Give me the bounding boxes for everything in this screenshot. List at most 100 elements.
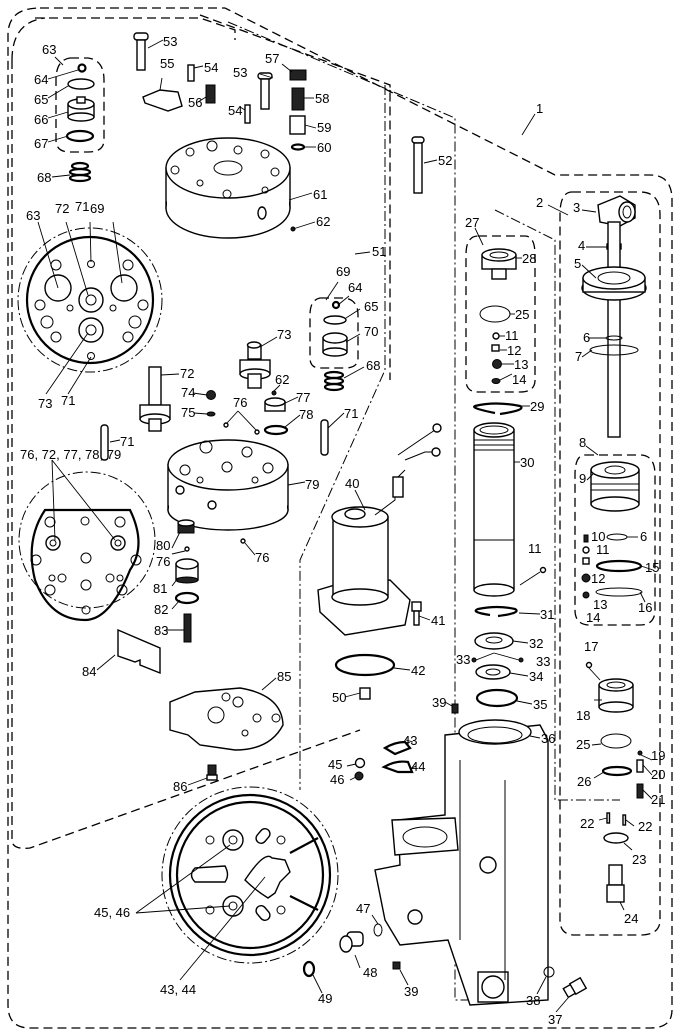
part-53b-bolt	[257, 72, 273, 110]
part-6b-oring	[606, 533, 628, 541]
part-14-washer	[582, 591, 590, 599]
callout-36: 36	[541, 731, 555, 746]
part-76c-ball	[240, 538, 246, 544]
part-12b-seat	[491, 344, 500, 352]
part-11b-ball	[492, 332, 500, 340]
part-12-seat	[582, 557, 590, 565]
part-18-cylinder-bottom	[598, 678, 634, 713]
part-16-oring	[595, 587, 643, 597]
part-30-tube	[473, 422, 515, 597]
callout-54-top: 54	[204, 60, 218, 75]
callout-22-left: 22	[580, 816, 594, 831]
callout-56: 56	[188, 95, 202, 110]
part-68a-spring	[68, 161, 92, 183]
callout-11-valve: 11	[505, 328, 519, 343]
callout-10: 10	[591, 529, 605, 544]
callout-52: 52	[438, 153, 452, 168]
callout-39-top: 39	[432, 695, 446, 710]
callout-6: 6	[583, 330, 590, 345]
callout-65: 65	[364, 299, 378, 314]
callout-80: 80	[156, 538, 170, 553]
part-54a-screw	[187, 64, 195, 82]
part-9-piston	[590, 461, 640, 512]
part-19-ball	[637, 750, 643, 756]
part-38-oring	[543, 966, 555, 978]
piston-rod	[607, 221, 621, 438]
callout-17: 17	[584, 639, 598, 654]
callout-76-top: 76	[233, 395, 247, 410]
callout-84: 84	[82, 664, 96, 679]
callout-30: 30	[520, 455, 534, 470]
part-53a-bolt	[133, 32, 149, 71]
callout-86: 86	[173, 779, 187, 794]
part-11c-ball	[539, 566, 547, 574]
part-3-eye-end	[597, 195, 636, 227]
callout-18: 18	[576, 708, 590, 723]
piston-subassembly-box	[574, 454, 656, 626]
part-13b-spring	[492, 359, 502, 369]
callout-83: 83	[154, 623, 168, 638]
callout-76-mid: 76	[156, 554, 170, 569]
part-81-valve	[175, 558, 199, 584]
callout-11-piston: 11	[596, 542, 610, 557]
part-59-sleeve	[289, 115, 306, 135]
part-79-pump-base	[167, 439, 289, 531]
part-60-oring	[290, 143, 306, 151]
part-64b-clip	[331, 300, 341, 310]
part-26-seal	[601, 765, 633, 777]
callout-69-detail: 69	[90, 201, 104, 216]
callout-13-piston: 13	[593, 597, 607, 612]
callout-75: 75	[181, 405, 195, 420]
callout-multi-45-46: 45, 46	[94, 905, 130, 920]
part-46-seal	[354, 771, 364, 781]
callout-58: 58	[315, 91, 329, 106]
callout-26: 26	[577, 774, 591, 789]
part-21-spring	[636, 783, 644, 799]
part-10-valve-pin	[583, 534, 589, 543]
group-69-box	[309, 297, 359, 369]
callout-27: 27	[465, 215, 479, 230]
part-17-ball	[585, 661, 593, 669]
part-7-oring	[589, 344, 639, 356]
callout-31: 31	[540, 607, 554, 622]
callout-47: 47	[356, 901, 370, 916]
part-47-oring	[373, 923, 383, 937]
callout-25-valve: 25	[515, 307, 529, 322]
callout-78: 78	[299, 407, 313, 422]
callout-34: 34	[529, 669, 543, 684]
part-34-washer	[475, 664, 511, 680]
callout-82: 82	[154, 602, 168, 617]
callout-multi-43-44: 43, 44	[160, 982, 196, 997]
callout-71-right: 71	[344, 406, 358, 421]
part-85-plate	[169, 687, 284, 751]
part-32-plate	[474, 632, 514, 650]
part-73-gear-shaft	[239, 341, 271, 389]
callout-62-gear: 62	[275, 372, 289, 387]
callout-48: 48	[363, 965, 377, 980]
callout-28: 28	[522, 251, 536, 266]
callout-54-lower: 54	[228, 103, 242, 118]
part-22b-pin	[622, 814, 627, 826]
callout-50: 50	[332, 690, 346, 705]
part-49-oring	[302, 960, 316, 978]
cylinder-subassembly-box	[559, 191, 661, 936]
group-63-box	[55, 57, 105, 153]
part-39a-setscrew	[451, 703, 459, 714]
callout-69: 69	[336, 264, 350, 279]
callout-6-piston: 6	[640, 529, 647, 544]
callout-20: 20	[651, 767, 665, 782]
callout-73-detail: 73	[38, 396, 52, 411]
part-83-spring	[183, 613, 192, 643]
callout-72: 72	[180, 366, 194, 381]
callout-62-body: 62	[316, 214, 330, 229]
part-36-housing	[374, 719, 549, 1006]
callout-73: 73	[277, 327, 291, 342]
part-41-bolt	[411, 601, 422, 626]
boundary-line-b	[227, 21, 480, 1001]
part-25a-oring	[479, 305, 511, 323]
callout-14-valve: 14	[512, 372, 526, 387]
callout-67: 67	[34, 136, 48, 151]
part-25b-oring	[600, 733, 632, 749]
valve-subassembly-box	[465, 235, 536, 393]
